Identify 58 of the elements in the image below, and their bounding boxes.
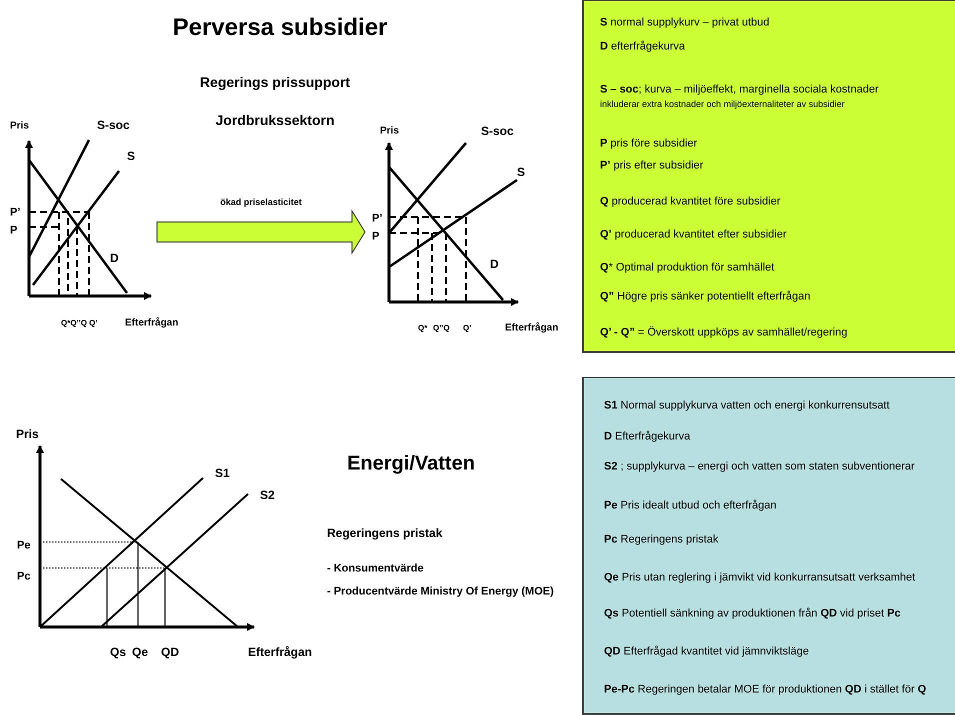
definition-text: P’ pris efter subsidier: [600, 160, 704, 172]
price-label: P’: [372, 212, 382, 226]
quantity-label: Q’’Q: [433, 323, 450, 333]
price-label: P: [10, 224, 18, 238]
curve-label: S-soc: [481, 125, 514, 139]
price-label: Pe: [17, 540, 30, 552]
curve-label: S: [127, 150, 136, 164]
curve-label: D: [490, 258, 499, 272]
definitions-panel: [582, 0, 955, 353]
quantity-label: Q*: [418, 323, 428, 333]
definition-text: Pe Pris idealt utbud och efterfrågan: [604, 500, 776, 512]
definition-text: D Efterfrågekurva: [604, 430, 690, 444]
curve-label: S-soc: [97, 119, 130, 133]
price-label: P: [372, 230, 380, 244]
quantity-label: Q*Q’’Q Q’: [61, 318, 98, 328]
definition-text: Qe Pris utan reglering i jämvikt vid konkurransutsatt verksamhet: [604, 572, 916, 584]
axis-label: Efterfrågan: [505, 322, 558, 334]
definition-text: Q’ - Q” = Överskott uppköps av samhället/regering: [600, 326, 848, 340]
edge-label: ökad priselasticitet: [220, 196, 302, 208]
block-arrow: [156, 209, 366, 255]
quantity-label: Qs: [110, 646, 126, 660]
definition-text: S1 Normal supplykurva vatten och energi konkurrensutsatt: [604, 400, 890, 412]
definition-text: inkluderar extra kostnader och miljöexternaliteter av subsidier: [600, 98, 845, 110]
axis-label: Pris: [380, 125, 399, 137]
definition-text: QD Efterfrågad kvantitet vid jämnviktsläge: [604, 646, 809, 658]
quantity-label: QD: [161, 646, 179, 660]
heading: Energi/Vatten: [347, 452, 475, 476]
subheading: Regeringens pristak: [327, 527, 442, 541]
curve-label: S2: [260, 489, 275, 503]
axis-label: Pris: [16, 428, 39, 442]
axis-label: Pris: [10, 120, 29, 132]
definition-text: S normal supplykurv – privat utbud: [600, 16, 770, 30]
heading: Regerings prissupport: [200, 74, 350, 90]
definition-text: Pe-Pc Regeringen betalar MOE för produktionen QD i stället för Q: [604, 684, 926, 696]
definition-text: Q producerad kvantitet före subsidier: [600, 196, 780, 208]
definition-text: Q’ producerad kvantitet efter subsidier: [600, 228, 786, 242]
definition-text: Qs Potentiell sänkning av produktionen från QD vid priset Pc: [604, 608, 901, 620]
definitions-panel: [582, 377, 955, 715]
heading: Jordbrukssektorn: [215, 112, 335, 128]
curve-label: S: [517, 166, 526, 180]
price-label: P’: [10, 206, 20, 220]
page-title: Perversa subsidier: [172, 14, 388, 42]
quantity-label: Q’: [463, 323, 472, 333]
quantity-label: Qe: [132, 646, 148, 660]
axis-label: Efterfrågan: [248, 646, 312, 660]
list-item: - Konsumentvärde: [327, 562, 424, 576]
curve-label: D: [110, 252, 119, 266]
definition-text: P pris före subsidier: [600, 138, 698, 150]
price-label: Pc: [17, 570, 30, 584]
definition-text: Pc Regeringens pristak: [604, 534, 718, 546]
definition-text: S – soc; kurva – miljöeffekt, marginella sociala kostnader: [600, 84, 879, 96]
definition-text: D efterfrågekurva: [600, 40, 685, 54]
definition-text: Q” Högre pris sänker potentiellt efterfrågan: [600, 290, 810, 304]
definition-text: S2 ; supplykurva – energi och vatten som staten subventionerar: [604, 460, 915, 474]
curve-label: S1: [215, 467, 230, 481]
list-item: - Producentvärde Ministry Of Energy (MOE): [327, 586, 554, 598]
definition-text: Q* Optimal produktion för samhället: [600, 262, 774, 274]
axis-label: Efterfrågan: [125, 317, 178, 329]
